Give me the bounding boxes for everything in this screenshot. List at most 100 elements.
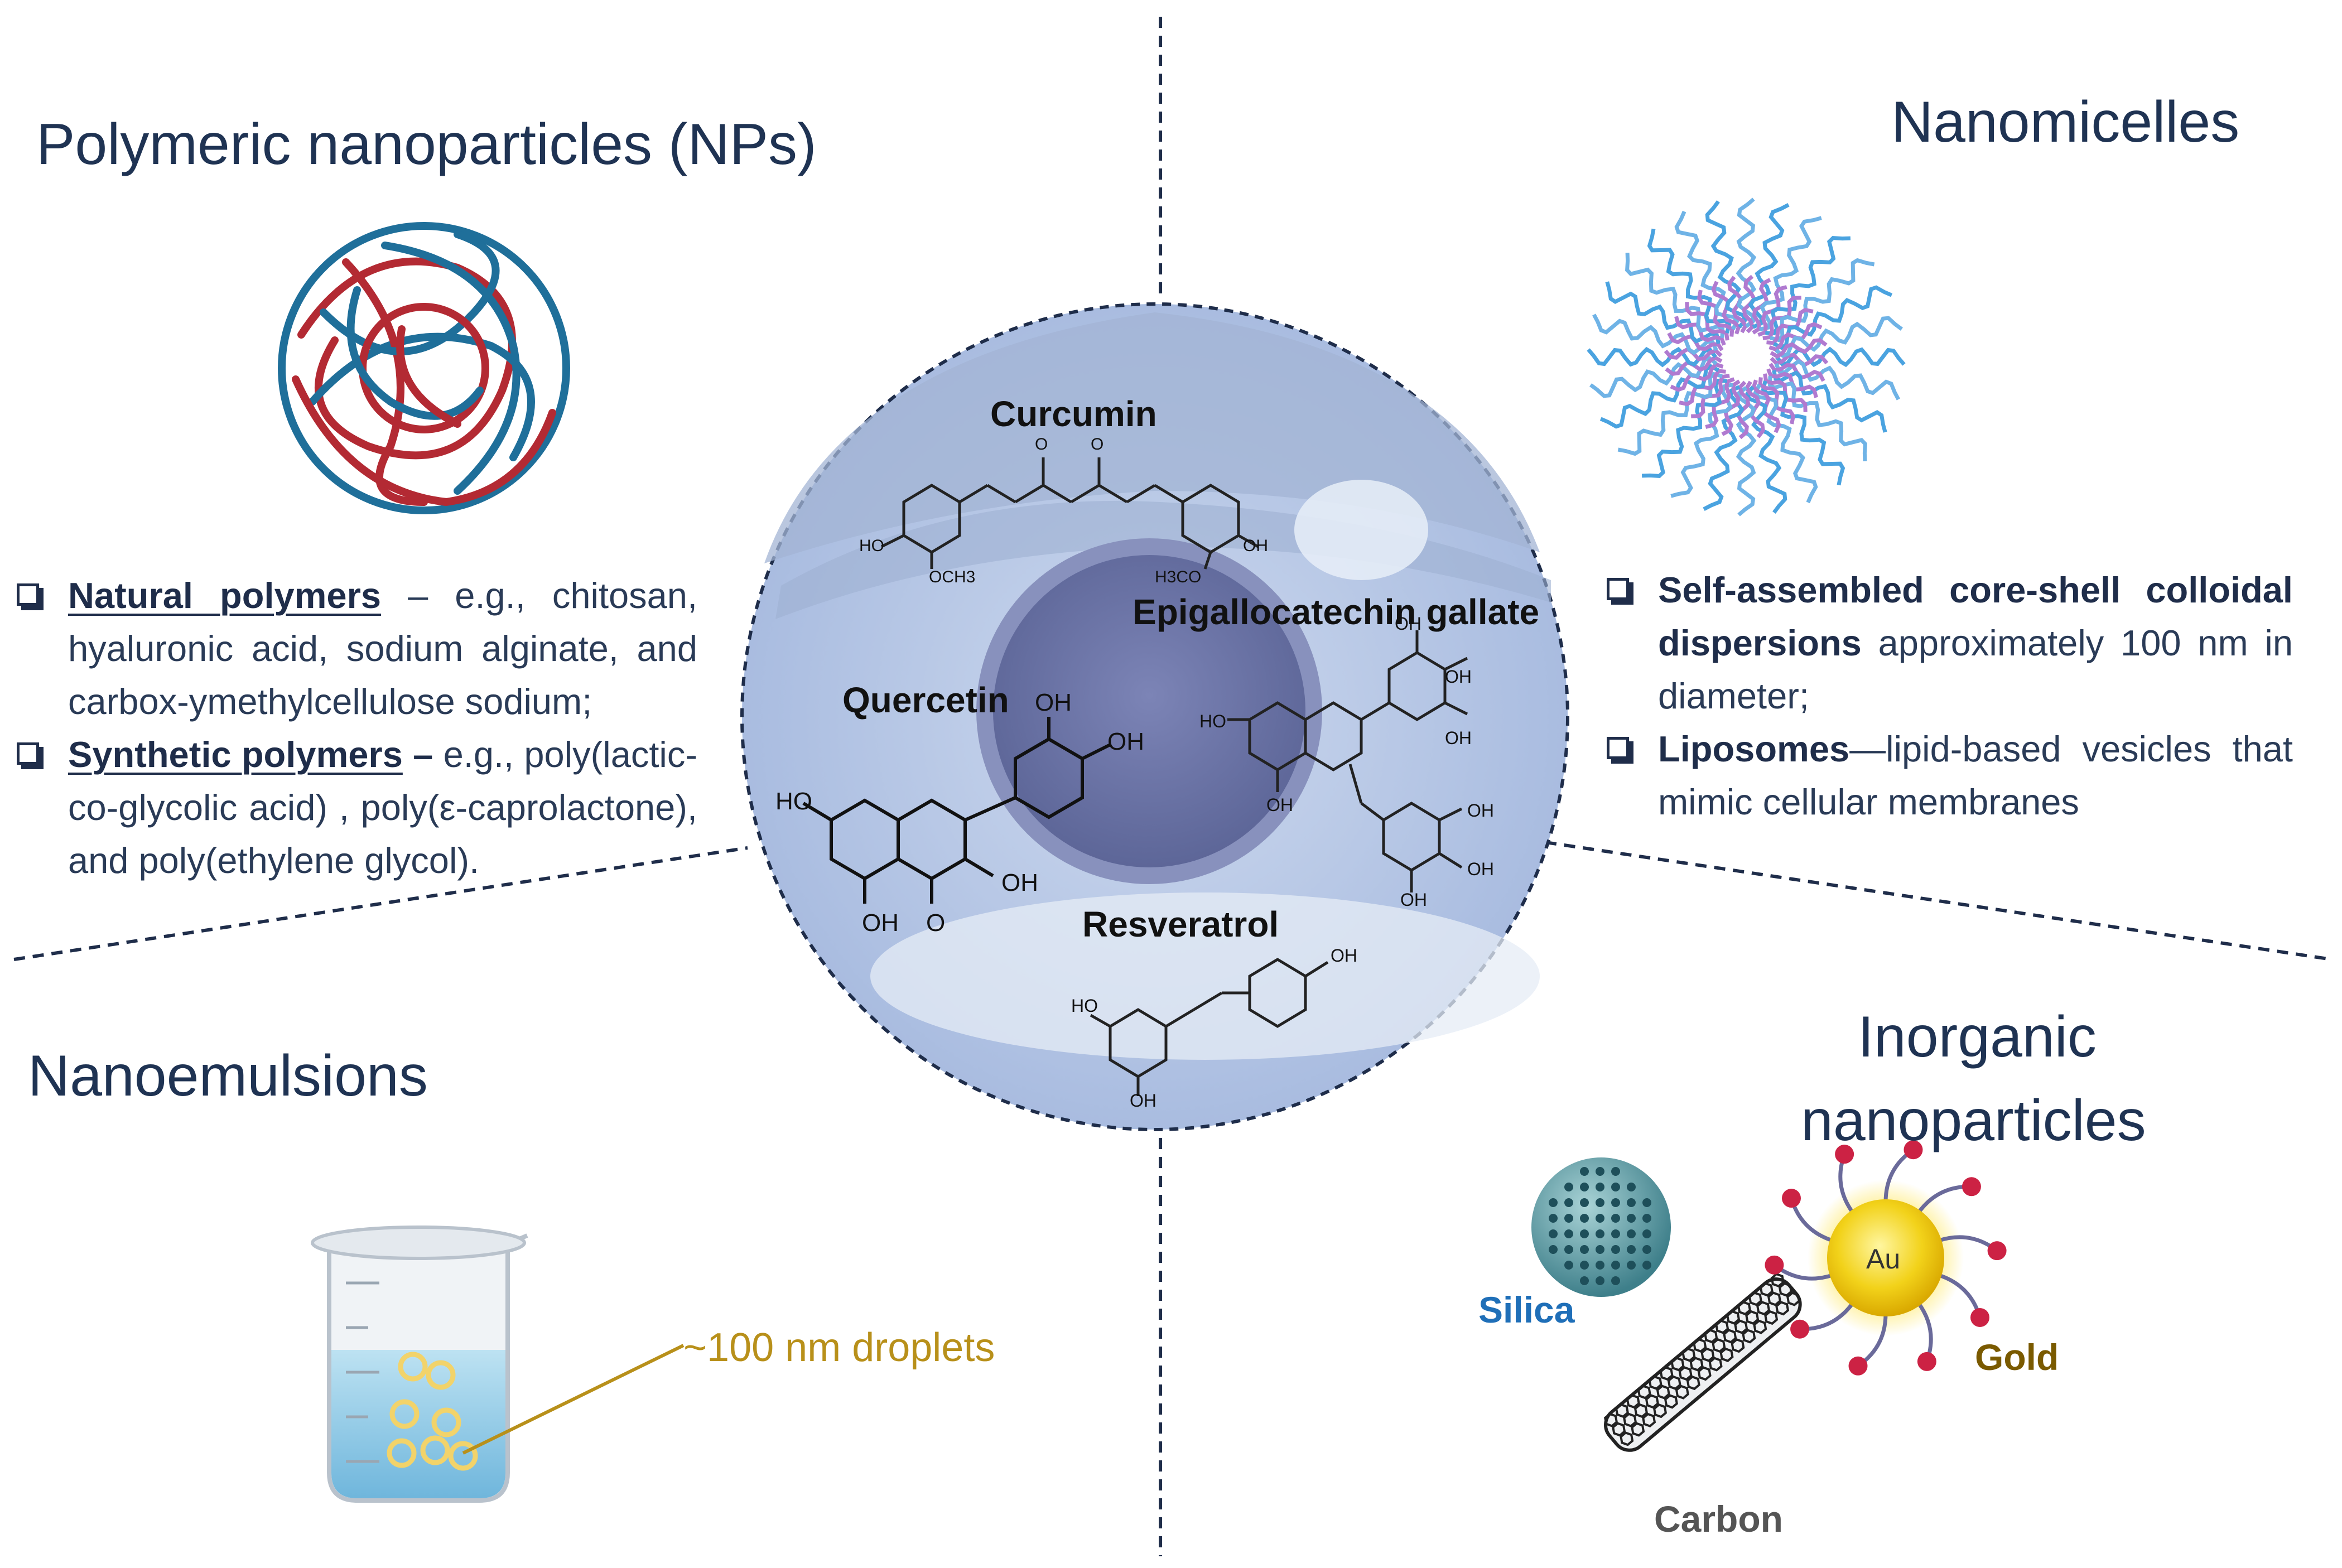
polymeric-bullet-list: Natural polymers – e.g., chitosan, hyalu… xyxy=(17,569,697,887)
nanotube-hex xyxy=(1645,1394,1659,1409)
nanotube-hex xyxy=(1704,1329,1718,1344)
gold-ligand-head xyxy=(1904,1140,1923,1160)
polymeric-np-title: Polymeric nanoparticles (NPs) xyxy=(36,112,817,177)
micelle-tail xyxy=(1736,197,1757,328)
nanotube-hex xyxy=(1778,1282,1792,1297)
polymer-nanoparticle-icon xyxy=(278,222,570,514)
silica-pore xyxy=(1549,1229,1558,1238)
core-shell-term: Self-assembled core-shell colloidal disp… xyxy=(1658,570,2293,663)
silica-pore xyxy=(1564,1214,1573,1223)
micelle-tail xyxy=(1705,200,1747,329)
inorganic-title-line1: Inorganic xyxy=(1858,1005,2097,1069)
nanotube-hex xyxy=(1667,1375,1681,1390)
nanotube-hex xyxy=(1737,1300,1752,1316)
nanotube-hex xyxy=(1623,1412,1637,1427)
quercetin-o-label: O xyxy=(926,909,946,937)
silica-pore xyxy=(1627,1261,1636,1270)
micelle-tail xyxy=(1587,346,1717,368)
nanoemulsions-title: Nanoemulsions xyxy=(28,1044,428,1108)
silica-pore xyxy=(1627,1198,1636,1207)
nanotube-hex xyxy=(1615,1403,1629,1418)
nanotube-hex xyxy=(1631,1422,1645,1437)
micelle-tail xyxy=(1768,376,1867,462)
natural-polymers-text: – e.g., chitosan, hyaluronic acid, sodiu… xyxy=(68,575,698,722)
resveratrol-oh-label-1: OH xyxy=(1331,945,1357,966)
checkbox-icon xyxy=(1607,578,1633,605)
silica-label: Silica xyxy=(1478,1289,1575,1330)
silica-pore xyxy=(1580,1183,1589,1191)
silica-pore xyxy=(1627,1229,1636,1238)
nanotube-hex xyxy=(1697,1366,1712,1381)
silica-pore xyxy=(1580,1214,1589,1223)
micelle-tail xyxy=(1745,385,1787,514)
quercetin-ho-label: HO xyxy=(775,788,812,815)
liposomes-term: Liposomes xyxy=(1658,728,1850,769)
egcg-oh-label-4: OH xyxy=(1266,795,1293,815)
nanotube-hex xyxy=(1753,1319,1767,1334)
silica-pore xyxy=(1596,1183,1604,1191)
nanotube-hex xyxy=(1659,1366,1674,1381)
micelle-tail xyxy=(1647,228,1732,334)
resveratrol-label: Resveratrol xyxy=(1082,904,1279,944)
micelle-tail xyxy=(1736,386,1757,517)
micelle-tail xyxy=(1765,236,1851,335)
silica-pore xyxy=(1596,1276,1604,1285)
nanomicelle-bullet-list: Self-assembled core-shell colloidal disp… xyxy=(1607,563,2293,828)
curcumin-och3-label: OCH3 xyxy=(929,568,976,586)
silica-pore xyxy=(1596,1245,1604,1254)
silica-pore xyxy=(1611,1214,1620,1223)
inorganic-title-line2: nanoparticles xyxy=(1801,1088,2146,1153)
silica-pore xyxy=(1642,1214,1651,1223)
nanotube-hex xyxy=(1756,1301,1771,1316)
gold-ligand-head xyxy=(1970,1308,1990,1327)
silica-pore xyxy=(1611,1276,1620,1285)
quercetin-oh-label-1: OH xyxy=(1035,689,1072,716)
nanotube-hex xyxy=(1708,1357,1723,1372)
synthetic-dash: – xyxy=(402,734,433,775)
egcg-oh-label-1: OH xyxy=(1395,614,1421,634)
micelle-tail xyxy=(1641,379,1727,478)
silica-pore xyxy=(1611,1183,1620,1191)
nanotube-hex xyxy=(1642,1412,1656,1427)
silica-pore xyxy=(1549,1198,1558,1207)
egcg-oh-label-2: OH xyxy=(1445,667,1472,687)
nanotube-hex xyxy=(1759,1282,1774,1297)
nanotube-hex xyxy=(1670,1357,1685,1372)
silica-pore xyxy=(1596,1229,1604,1238)
nanotube-hex xyxy=(1604,1412,1618,1427)
checkbox-icon xyxy=(17,583,44,610)
micelle-tail xyxy=(1674,210,1739,331)
nanotube-hex xyxy=(1731,1338,1745,1353)
natural-polymers-term: Natural polymers xyxy=(68,575,382,616)
silica-pore xyxy=(1642,1198,1651,1207)
egcg-oh-label-6: OH xyxy=(1467,859,1494,879)
carbon-label: Carbon xyxy=(1654,1498,1783,1540)
nanotube-hex xyxy=(1764,1310,1779,1325)
micelle-tail xyxy=(1617,372,1723,456)
silica-pore xyxy=(1549,1245,1558,1254)
silica-pore xyxy=(1627,1245,1636,1254)
resveratrol-ho-label: HO xyxy=(1071,996,1098,1016)
micelle-tail xyxy=(1761,380,1845,486)
cell-illustration xyxy=(740,302,1569,1131)
egcg-oh-label-5: OH xyxy=(1467,800,1494,821)
beaker-icon xyxy=(311,1226,685,1503)
micelle-tail xyxy=(1589,356,1718,398)
nanotube-hex xyxy=(1675,1384,1689,1400)
egcg-oh-label-3: OH xyxy=(1445,728,1472,748)
nanotube-hex xyxy=(1745,1310,1760,1325)
silica-pore xyxy=(1580,1276,1589,1285)
nanotube-hex xyxy=(1723,1329,1737,1344)
liposomes-text: —lipid-based vesicles that mimic cellula… xyxy=(1658,728,2293,822)
core-shell-text: approximately 100 nm in diameter; xyxy=(1658,623,2293,716)
quercetin-oh-label-4: OH xyxy=(862,909,899,937)
micelle-tail xyxy=(1775,316,1903,358)
quercetin-oh-label-3: OH xyxy=(1001,869,1038,896)
gold-ligand-head xyxy=(1781,1189,1801,1208)
quercetin-label: Quercetin xyxy=(842,680,1009,720)
silica-pore xyxy=(1642,1245,1651,1254)
silica-pore xyxy=(1549,1214,1558,1223)
silica-pore xyxy=(1564,1183,1573,1191)
nanotube-hex xyxy=(1664,1394,1678,1409)
silica-pore xyxy=(1580,1167,1589,1176)
